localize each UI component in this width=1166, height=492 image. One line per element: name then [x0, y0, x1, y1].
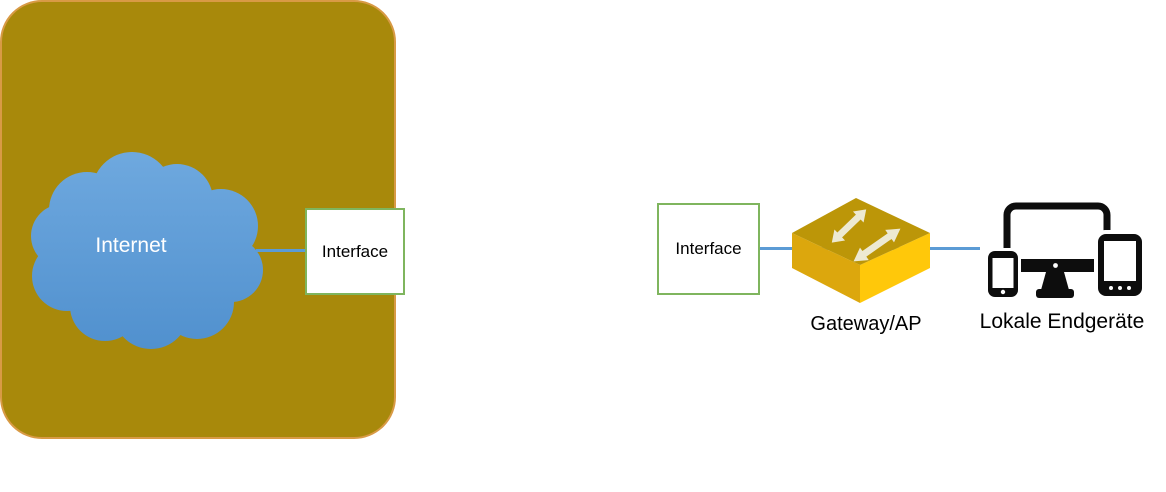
monitor-icon: [1003, 202, 1111, 298]
interface-box-lan: Interface: [657, 203, 760, 295]
tablet-icon: [1094, 230, 1146, 300]
appliance-feature: Netzwerk-Analyse: [502, 263, 664, 285]
switch-3d-icon: [792, 198, 930, 303]
appliance-feature: Linux-basiert: [525, 211, 641, 233]
interface-label: Interface: [675, 239, 742, 258]
appliance-features: Linux-basiert Open source IDS/IPS Netzwe…: [0, 209, 1166, 287]
smartphone-icon: [985, 248, 1021, 300]
devices-label: Lokale Endgeräte: [979, 310, 1145, 333]
interface-label: Interface: [321, 241, 389, 261]
connector-internet-to-interface: [256, 249, 307, 252]
internet-cloud-icon: [31, 152, 263, 349]
internet-label: Internet: [95, 234, 167, 257]
appliance-title: SecureView-Hardware: [483, 150, 683, 172]
interface-box-wan: Interface: [305, 208, 405, 295]
appliance-feature: Open source IDS/IPS: [487, 237, 679, 259]
monitor-phone-tablet-icon: [985, 202, 1146, 300]
gateway-label: Gateway/AP: [810, 313, 922, 335]
